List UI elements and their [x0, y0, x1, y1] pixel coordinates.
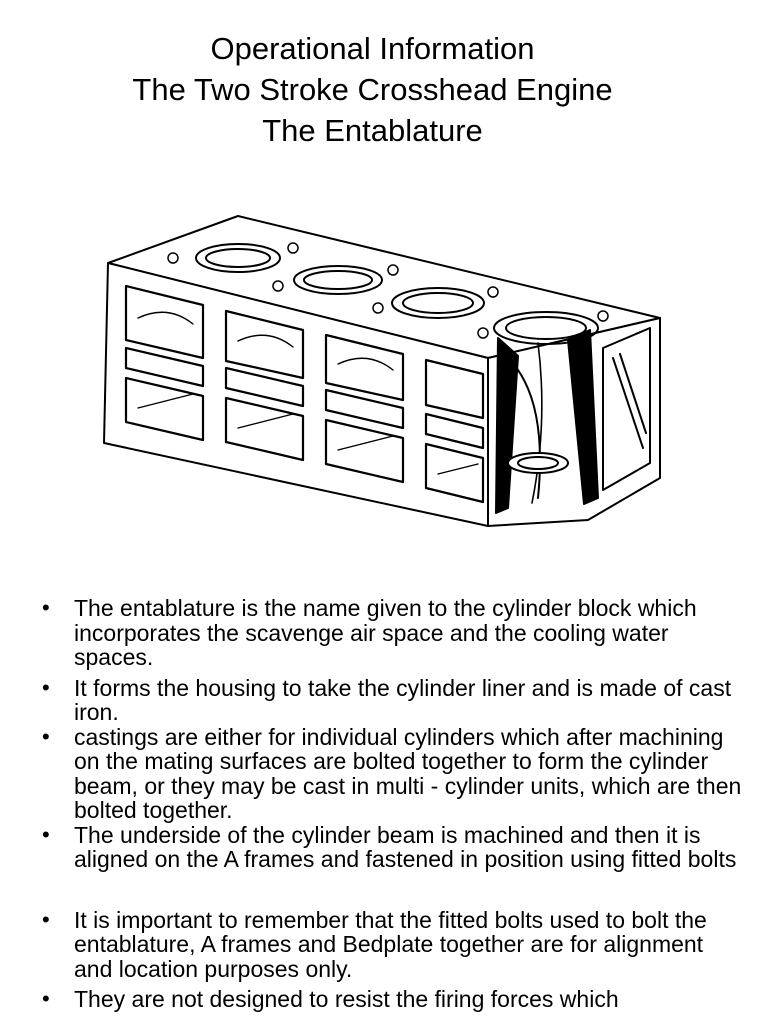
bullet-item: • The entablature is the name given to t… — [0, 595, 768, 670]
bullet-dot: • — [42, 723, 50, 749]
bullet-text: The entablature is the name given to the… — [74, 595, 697, 670]
bullet-item: • It forms the housing to take the cylin… — [0, 674, 768, 725]
bullet-dot: • — [42, 821, 50, 847]
bullet-dot: • — [42, 595, 50, 620]
bullet-dot: • — [42, 986, 50, 1011]
slide-title: Operational Information The Two Stroke C… — [0, 28, 745, 151]
bullet-text: castings are either for individual cylin… — [74, 723, 742, 823]
bullet-dot: • — [42, 906, 50, 932]
bullet-item: • They are not designed to resist the fi… — [0, 986, 768, 1012]
bullet-text: It forms the housing to take the cylinde… — [74, 674, 732, 725]
bullet-text: They are not designed to resist the firi… — [74, 986, 619, 1012]
title-line-3: The Entablature — [262, 113, 483, 148]
entablature-drawing — [98, 208, 668, 528]
bullet-item: • It is important to remember that the f… — [0, 906, 768, 982]
bullet-item: • The underside of the cylinder beam is … — [0, 821, 768, 872]
bullet-text: The underside of the cylinder beam is ma… — [74, 821, 737, 872]
bullet-list: • The entablature is the name given to t… — [0, 595, 768, 1018]
bullet-dot: • — [42, 674, 50, 700]
title-line-1: Operational Information — [210, 31, 535, 66]
entablature-cylinder-block-icon — [103, 215, 661, 527]
bullet-item: • castings are either for individual cyl… — [0, 723, 768, 823]
bullet-text: It is important to remember that the fit… — [74, 906, 707, 982]
title-line-2: The Two Stroke Crosshead Engine — [132, 72, 613, 107]
